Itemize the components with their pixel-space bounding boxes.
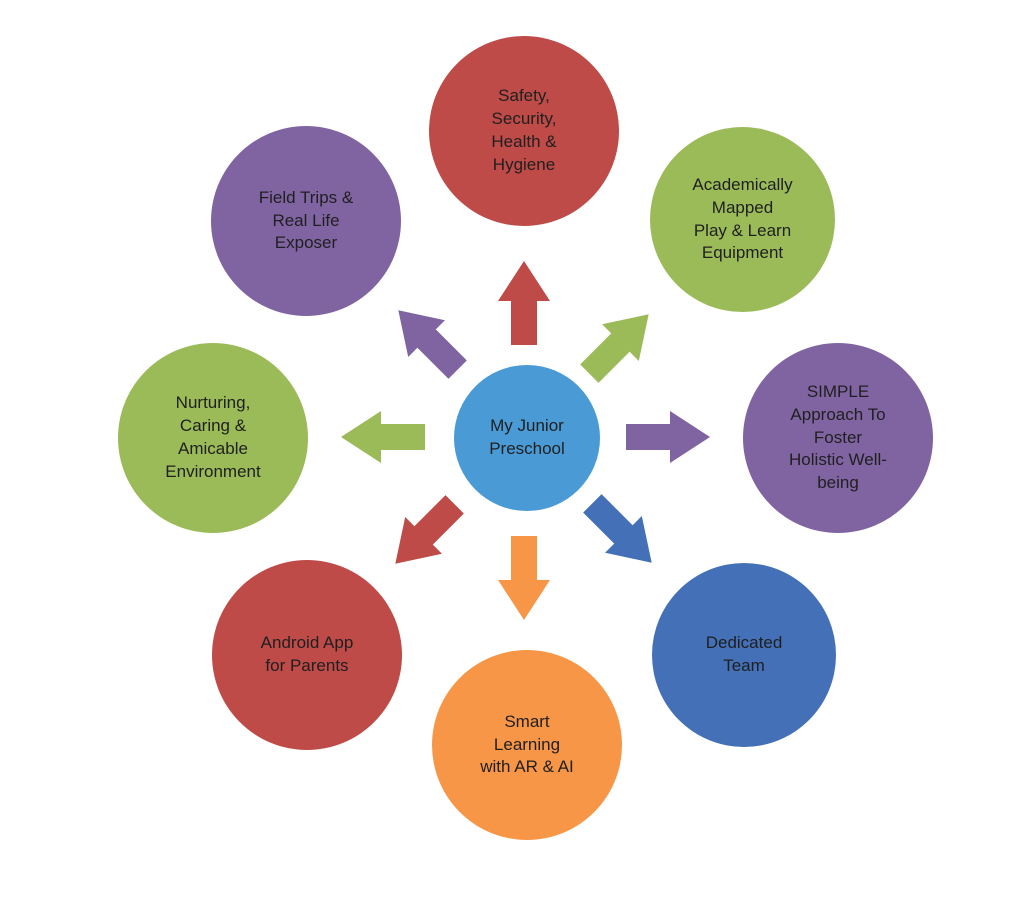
arrow-up-icon [496,261,552,345]
node-label: Android App for Parents [260,633,354,675]
node-smart-learning-ar-ai: Smart Learning with AR & AI [432,650,622,840]
node-android-app-for-parents: Android App for Parents [212,560,402,750]
node-label: SIMPLE Approach To Foster Holistic Well-… [789,381,887,493]
arrow-up-left-icon [379,291,478,390]
node-academically-mapped-equipment: Academically Mapped Play & Learn Equipme… [650,127,835,312]
node-dedicated-team: Dedicated Team [652,563,836,747]
arrow-down-left-icon [376,485,475,584]
node-field-trips-real-life-exposer: Field Trips & Real Life Exposer [211,126,401,316]
center-node-label: My Junior Preschool [489,416,565,458]
arrow-right-icon [626,409,710,465]
node-label: Nurturing, Caring & Amicable Environment [165,393,261,481]
arrow-down-icon [496,536,552,620]
node-simple-approach-holistic-wellbeing: SIMPLE Approach To Foster Holistic Well-… [743,343,933,533]
arrow-up-right-icon [570,295,669,394]
node-label: Dedicated Team [705,633,783,675]
center-node-my-junior-preschool: My Junior Preschool [454,365,600,511]
arrow-down-right-icon [573,484,672,583]
node-label: Safety, Security, Health & Hygiene [491,86,557,174]
node-label: Smart Learning with AR & AI [480,711,574,777]
node-safety-security-health-hygiene: Safety, Security, Health & Hygiene [429,36,619,226]
arrow-left-icon [341,409,425,465]
node-nurturing-caring-environment: Nurturing, Caring & Amicable Environment [118,343,308,533]
node-label: Academically Mapped Play & Learn Equipme… [692,174,793,263]
node-label: Field Trips & Real Life Exposer [258,187,354,253]
